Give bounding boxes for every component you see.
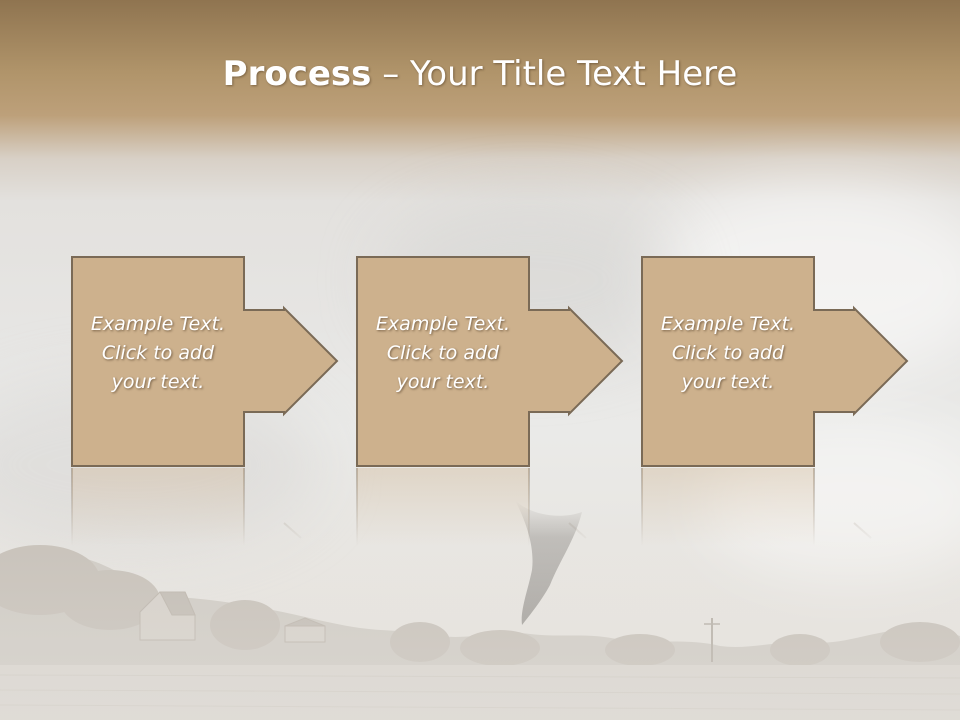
process-step-shape <box>71 256 339 467</box>
process-step-1[interactable]: Example Text. Click to add your text. <box>71 256 341 468</box>
process-step-shape <box>641 256 909 467</box>
step-reflection <box>641 468 911 548</box>
step-text-line: Example Text. <box>90 313 226 335</box>
step-text-line: Click to add <box>671 342 785 364</box>
step-reflection <box>356 468 626 548</box>
process-step-text[interactable]: Example Text. Click to add your text. <box>645 310 811 397</box>
step-reflection <box>71 468 341 548</box>
step-text-line: your text. <box>396 371 490 393</box>
step-text-line: Click to add <box>386 342 500 364</box>
title-separator: – <box>371 54 411 94</box>
process-step-2[interactable]: Example Text. Click to add your text. <box>356 256 626 468</box>
process-step-shape <box>356 256 624 467</box>
step-text-line: your text. <box>111 371 205 393</box>
ground-haze <box>0 520 960 720</box>
step-text-line: your text. <box>681 371 775 393</box>
slide-title[interactable]: Process – Your Title Text Here <box>0 52 960 96</box>
step-text-line: Click to add <box>101 342 215 364</box>
title-bold-text: Process <box>222 54 372 94</box>
title-rest-text: Your Title Text Here <box>410 54 738 94</box>
process-step-text[interactable]: Example Text. Click to add your text. <box>360 310 526 397</box>
farmhouse <box>139 591 326 643</box>
step-text-line: Example Text. <box>660 313 796 335</box>
process-step-3[interactable]: Example Text. Click to add your text. <box>641 256 911 468</box>
process-step-text[interactable]: Example Text. Click to add your text. <box>75 310 241 397</box>
step-text-line: Example Text. <box>375 313 511 335</box>
